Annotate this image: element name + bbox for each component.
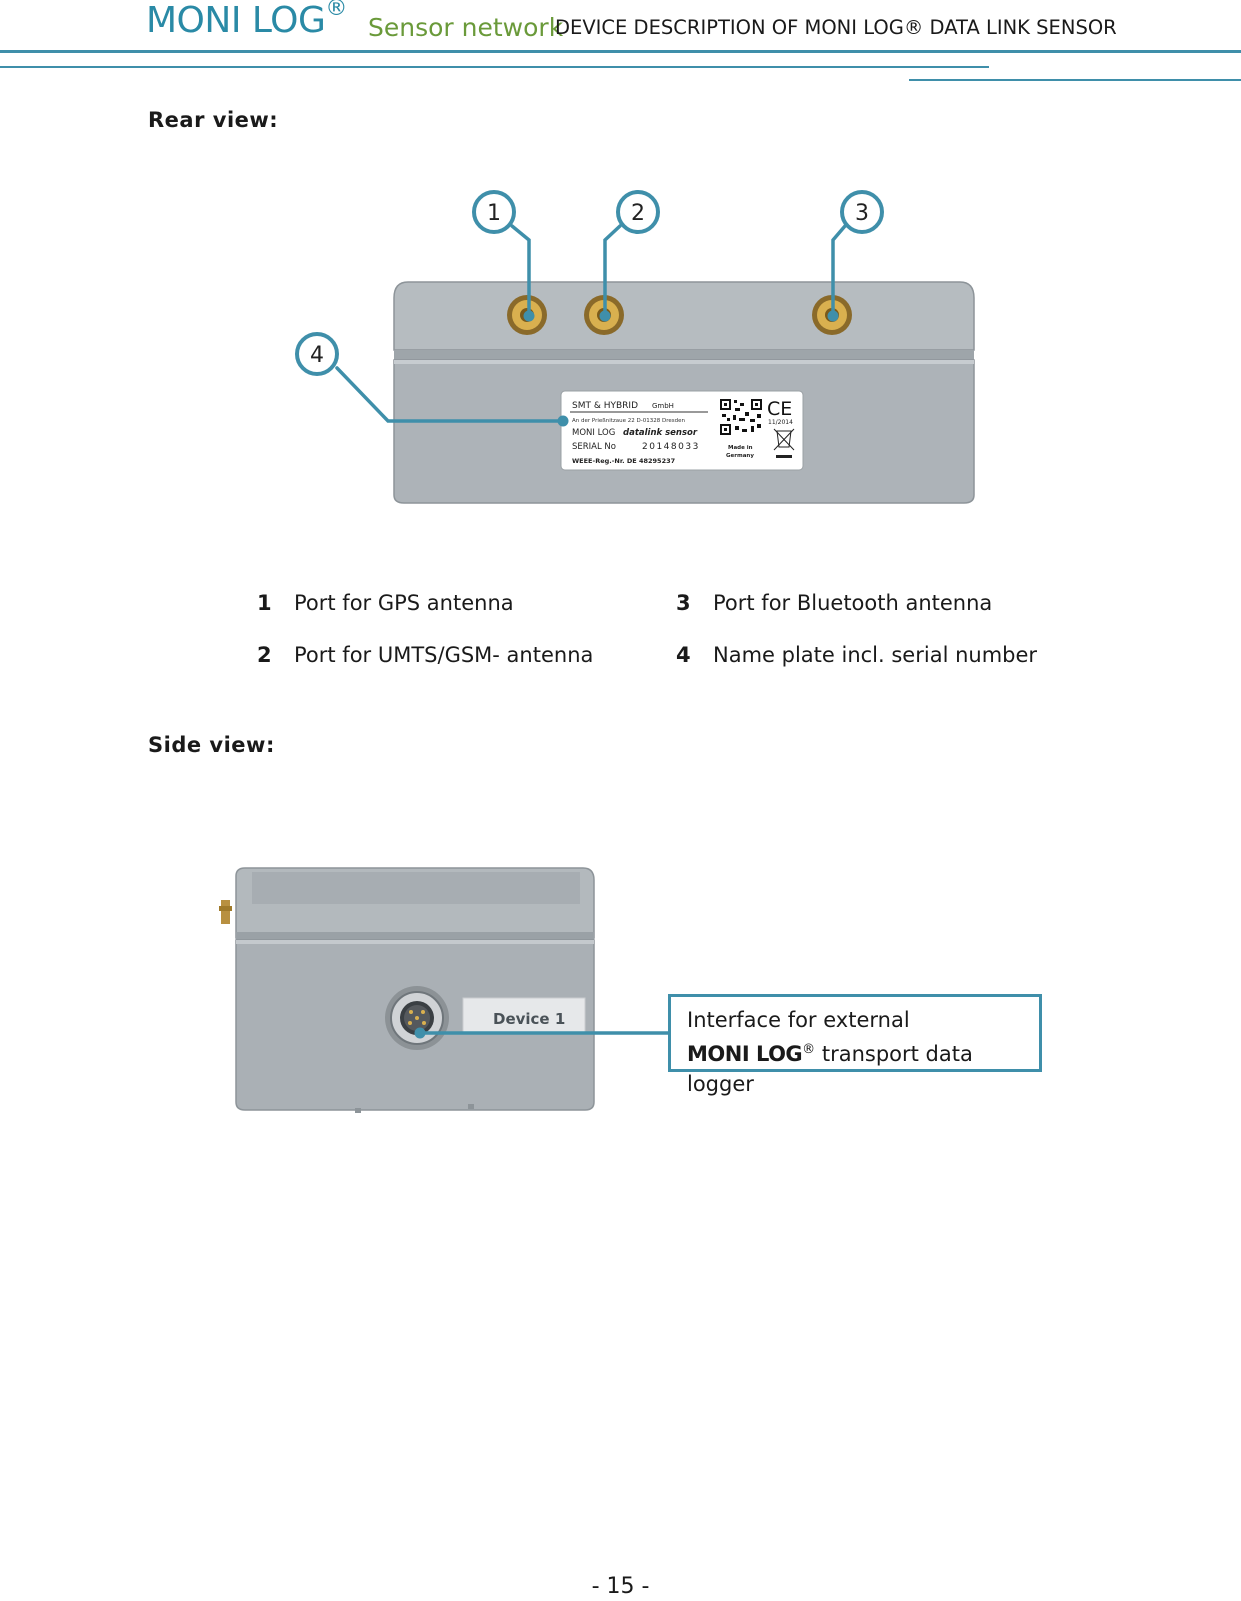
brand-name: MONI LOG	[146, 0, 326, 41]
leader-dot-2	[599, 310, 611, 322]
legend-number-2: 2	[257, 643, 272, 667]
nameplate-product-brand: MONI LOG	[572, 428, 615, 438]
brand-subtitle: Sensor network	[368, 13, 564, 42]
callout-marker-4: 4	[295, 332, 339, 376]
nameplate-weee: WEEE-Reg.-Nr. DE 48295237	[572, 457, 675, 465]
qr-code-icon	[719, 398, 763, 436]
weee-bin-icon	[773, 428, 795, 458]
callout-number-4: 4	[310, 343, 324, 368]
rear-view-heading: Rear view:	[148, 108, 279, 132]
callout-number-1: 1	[487, 201, 501, 226]
nameplate-serial-label: SERIAL No	[572, 442, 616, 452]
callout-marker-3: 3	[840, 190, 884, 234]
leader-line-4	[335, 366, 565, 423]
callout-line-1: Interface for external	[687, 1008, 910, 1032]
legend-text-4: Name plate incl. serial number	[713, 643, 1038, 667]
header-rule-bottom	[909, 79, 1241, 81]
callout-brand: MONI LOG	[687, 1042, 803, 1066]
callout-number-3: 3	[855, 201, 869, 226]
nameplate-country: Germany	[726, 453, 754, 459]
brand-registered-mark: ®	[325, 0, 347, 21]
callout-leaders	[335, 224, 847, 423]
nameplate-serial-value: 20148033	[642, 442, 700, 452]
side-view-heading: Side view:	[148, 733, 275, 757]
nameplate-company: SMT & HYBRID	[572, 401, 638, 411]
antenna-stub-icon	[221, 900, 230, 924]
callout-line-2: MONI LOG® transport data logger	[687, 1035, 1039, 1099]
device-label-text: Device 1	[493, 1010, 565, 1028]
ce-mark-icon: CE	[767, 398, 792, 420]
leader-dot-3	[827, 310, 839, 322]
legend-number-4: 4	[676, 643, 691, 667]
name-plate: SMT & HYBRID GmbH An der Prießnitzaue 22…	[560, 390, 804, 471]
leader-dot-4	[557, 415, 569, 427]
side-device-photo: Device 1	[219, 867, 595, 1113]
nameplate-product-name: datalink sensor	[623, 428, 698, 438]
header-rule-top	[0, 50, 1241, 53]
m12-connector-icon	[385, 986, 449, 1050]
legend-text-2: Port for UMTS/GSM- antenna	[294, 643, 594, 667]
leader-line-2	[603, 224, 622, 318]
nameplate-address: An der Prießnitzaue 22 D-01328 Dresden	[572, 418, 685, 424]
header-rule-middle	[0, 66, 989, 68]
leader-line-3	[831, 224, 847, 318]
leader-dot-1	[523, 310, 535, 322]
document-title: DEVICE DESCRIPTION OF MONI LOG® DATA LIN…	[555, 16, 1117, 39]
legend-text-3: Port for Bluetooth antenna	[713, 591, 993, 615]
nameplate-company-suffix: GmbH	[652, 402, 674, 410]
leader-dot-interface	[414, 1027, 426, 1039]
callout-brand-mark: ®	[802, 1042, 816, 1057]
legend-number-1: 1	[257, 591, 272, 615]
interface-callout-box: Interface for external MONI LOG® transpo…	[668, 994, 1042, 1096]
callout-line-2-text: transport data logger	[687, 1042, 973, 1096]
nameplate-made-in: Made in	[728, 445, 753, 451]
callout-number-2: 2	[631, 201, 645, 226]
page-number: - 15 -	[591, 1574, 650, 1599]
brand-logo: MONI LOG®	[146, 0, 347, 41]
nameplate-date: 11/2014	[768, 419, 793, 426]
legend-text-1: Port for GPS antenna	[294, 591, 514, 615]
callout-marker-1: 1	[472, 190, 516, 234]
callout-marker-2: 2	[616, 190, 660, 234]
leader-line-1	[510, 224, 531, 318]
legend-number-3: 3	[676, 591, 691, 615]
